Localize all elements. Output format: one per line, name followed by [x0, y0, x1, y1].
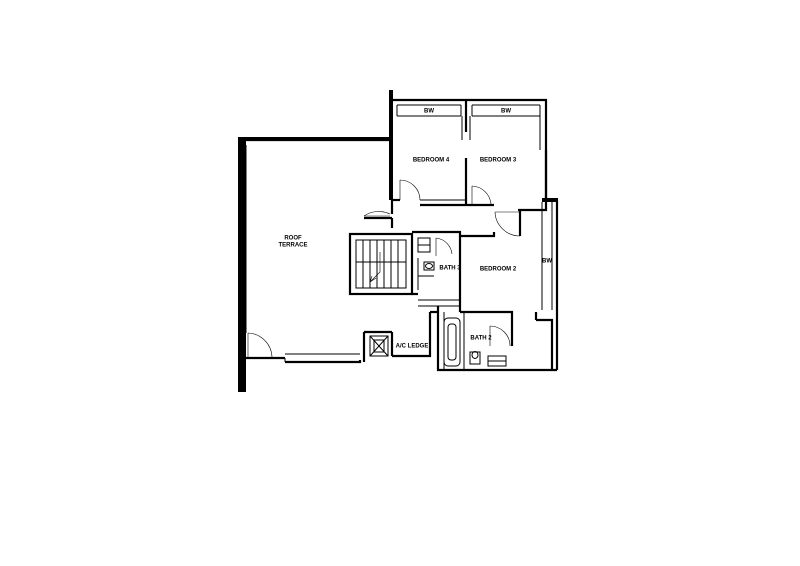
bath2-label: BATH 2 [470, 336, 492, 342]
ac-ledge-label: A/C LEDGE [396, 344, 429, 350]
terrace-door [247, 332, 273, 358]
bedroom4-label: BEDROOM 4 [413, 158, 450, 164]
bedroom2-room [460, 198, 559, 370]
bedroom3-door [471, 185, 492, 205]
bedrooms-upper-walls [389, 90, 548, 212]
roof-terrace-label-line1: ROOF [284, 236, 302, 242]
terrace-left-parapet [238, 140, 246, 392]
ac-ledge [362, 310, 438, 362]
terrace-top-parapet [238, 137, 392, 141]
bedroom3-label: BEDROOM 3 [480, 158, 517, 164]
bath2-room [436, 306, 557, 372]
bw-label-bedroom4: BW [424, 109, 434, 115]
bedroom2-door [494, 211, 521, 237]
bw-label-bedroom2: BW [542, 259, 552, 265]
bedroom2-label: BEDROOM 2 [480, 267, 517, 273]
staircase [348, 232, 414, 296]
roof-terrace-walls [238, 137, 392, 392]
bath3-room [412, 230, 462, 312]
bath3-label: BATH 3 [439, 266, 461, 272]
roof-terrace-label-line2: TERRACE [278, 243, 307, 249]
ac-unit [369, 335, 389, 357]
bedroom4-door [399, 179, 421, 201]
corridor-door [363, 200, 394, 228]
bw-label-bedroom3: BW [501, 109, 511, 115]
